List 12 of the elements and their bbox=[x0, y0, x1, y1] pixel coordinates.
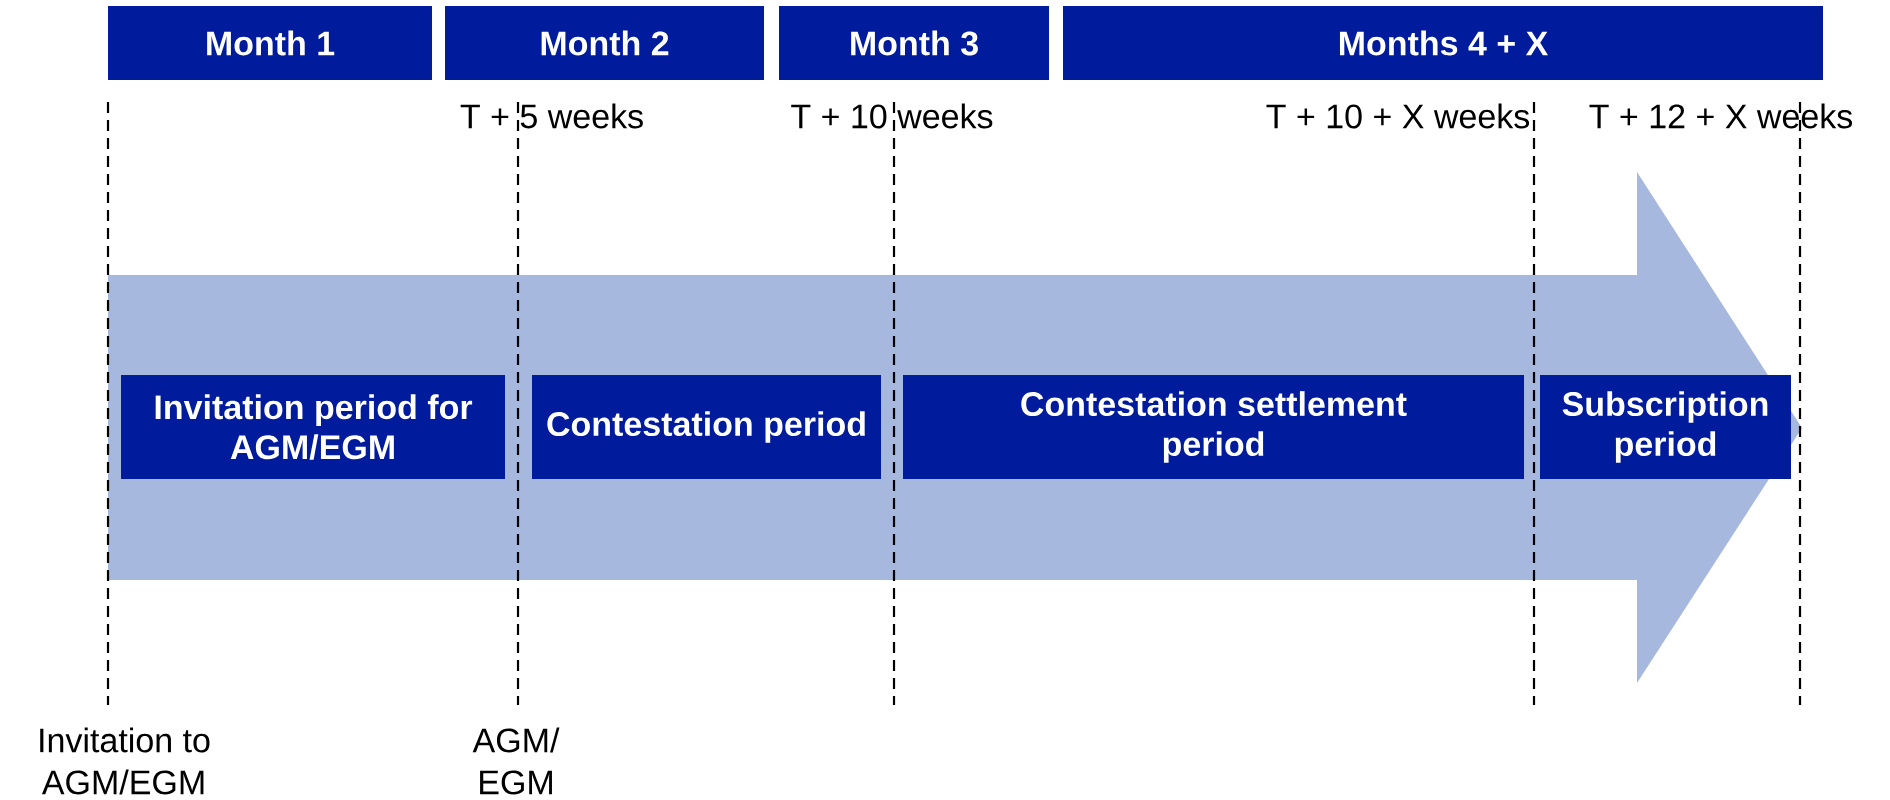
milestone-label: T + 5 weeks bbox=[460, 103, 643, 129]
period-box: Subscription period bbox=[1540, 375, 1791, 479]
month-header: Month 2 bbox=[445, 6, 764, 80]
month-header: Month 1 bbox=[108, 6, 432, 80]
month-header: Months 4 + X bbox=[1063, 6, 1823, 80]
month-header: Month 3 bbox=[779, 6, 1049, 80]
milestone-label: T + 10 weeks bbox=[791, 103, 993, 129]
period-box: Invitation period for AGM/EGM bbox=[121, 375, 505, 479]
period-box: Contestation settlement period bbox=[903, 375, 1524, 479]
event-label: AGM/ EGM bbox=[472, 727, 560, 795]
event-label: Invitation to AGM/EGM bbox=[40, 727, 210, 795]
period-box: Contestation period bbox=[532, 375, 881, 479]
